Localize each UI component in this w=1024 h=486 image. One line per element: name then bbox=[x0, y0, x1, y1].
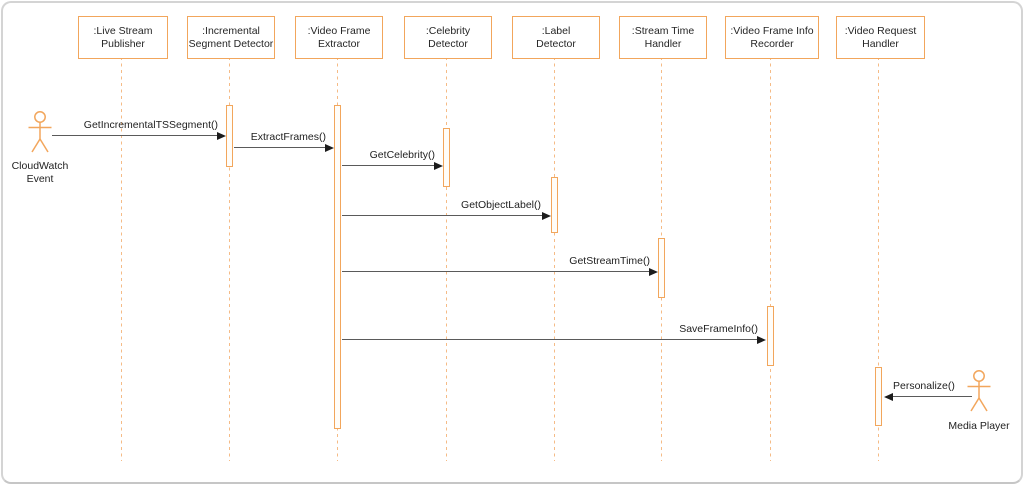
message-line-extract-frames bbox=[234, 147, 325, 149]
actor-cloudwatch-event bbox=[25, 111, 55, 162]
stick-figure-icon bbox=[967, 370, 991, 412]
message-label-personalize: Personalize() bbox=[893, 380, 955, 392]
participant-celebrity-detector: :Celebrity Detector bbox=[404, 16, 492, 59]
activation-stream-time-handler bbox=[658, 238, 665, 298]
participant-label: :Live Stream bbox=[93, 24, 153, 37]
participant-label: Segment Detector bbox=[188, 37, 274, 50]
participant-label: :Video Frame Info bbox=[730, 24, 814, 37]
participant-label: Handler bbox=[862, 37, 899, 50]
participant-label: Detector bbox=[536, 37, 576, 50]
actor-label-cloudwatch-event: CloudWatch Event bbox=[11, 160, 69, 185]
activation-incremental-segment-detector bbox=[226, 105, 233, 167]
message-label-get-object-label: GetObjectLabel() bbox=[461, 199, 541, 211]
stick-figure-icon bbox=[28, 111, 52, 153]
lifeline-video-frame-info-recorder bbox=[770, 57, 772, 461]
message-line-get-object-label bbox=[342, 215, 542, 217]
arrow-right-icon bbox=[649, 267, 658, 276]
participant-label: Publisher bbox=[101, 37, 145, 50]
lifeline-incremental-segment-detector bbox=[229, 57, 231, 461]
lifeline-label-detector bbox=[554, 57, 556, 461]
message-line-get-incremental-ts-segment bbox=[52, 135, 218, 137]
actor-media-player bbox=[964, 370, 994, 421]
arrow-right-icon bbox=[325, 143, 334, 152]
message-line-personalize bbox=[893, 396, 972, 398]
message-line-save-frame-info bbox=[342, 339, 757, 341]
message-label-extract-frames: ExtractFrames() bbox=[250, 131, 326, 143]
message-label-get-celebrity: GetCelebrity() bbox=[369, 149, 435, 161]
message-line-get-celebrity bbox=[342, 165, 434, 167]
actor-label-media-player: Media Player bbox=[948, 420, 1010, 432]
participant-label: :Celebrity bbox=[425, 24, 471, 37]
arrow-right-icon bbox=[217, 131, 226, 140]
participant-video-frame-info-recorder: :Video Frame Info Recorder bbox=[725, 16, 819, 59]
activation-video-request-handler bbox=[875, 367, 882, 426]
lifeline-video-request-handler bbox=[878, 57, 880, 461]
arrow-right-icon bbox=[542, 211, 551, 220]
participant-label: :Stream Time bbox=[631, 24, 695, 37]
participant-label: :Video Request bbox=[844, 24, 917, 37]
participant-label: :Label bbox=[541, 24, 571, 37]
participant-label: Recorder bbox=[750, 37, 794, 50]
activation-label-detector bbox=[551, 177, 558, 233]
participant-label-detector: :Label Detector bbox=[512, 16, 600, 59]
participant-video-request-handler: :Video Request Handler bbox=[836, 16, 925, 59]
arrow-right-icon bbox=[434, 161, 443, 170]
participant-live-stream-publisher: :Live Stream Publisher bbox=[78, 16, 168, 59]
participant-incremental-segment-detector: :Incremental Segment Detector bbox=[187, 16, 275, 59]
arrow-right-icon bbox=[757, 335, 766, 344]
participant-label: :Video Frame bbox=[307, 24, 371, 37]
arrow-left-icon bbox=[884, 392, 893, 401]
message-line-get-stream-time bbox=[342, 271, 649, 273]
message-label-save-frame-info: SaveFrameInfo() bbox=[679, 323, 758, 335]
participant-stream-time-handler: :Stream Time Handler bbox=[619, 16, 707, 59]
activation-video-frame-info-recorder bbox=[767, 306, 774, 366]
activation-video-frame-extractor bbox=[334, 105, 341, 429]
message-label-get-stream-time: GetStreamTime() bbox=[569, 255, 650, 267]
message-label-get-incremental-ts-segment: GetIncrementalTSSegment() bbox=[83, 119, 218, 131]
activation-celebrity-detector bbox=[443, 128, 450, 187]
participant-label: Detector bbox=[428, 37, 468, 50]
lifeline-live-stream-publisher bbox=[121, 57, 123, 461]
participant-label: :Incremental bbox=[202, 24, 260, 37]
participant-video-frame-extractor: :Video Frame Extractor bbox=[295, 16, 383, 59]
lifeline-celebrity-detector bbox=[446, 57, 448, 461]
participant-label: Extractor bbox=[317, 37, 360, 50]
participant-label: Handler bbox=[644, 37, 682, 50]
